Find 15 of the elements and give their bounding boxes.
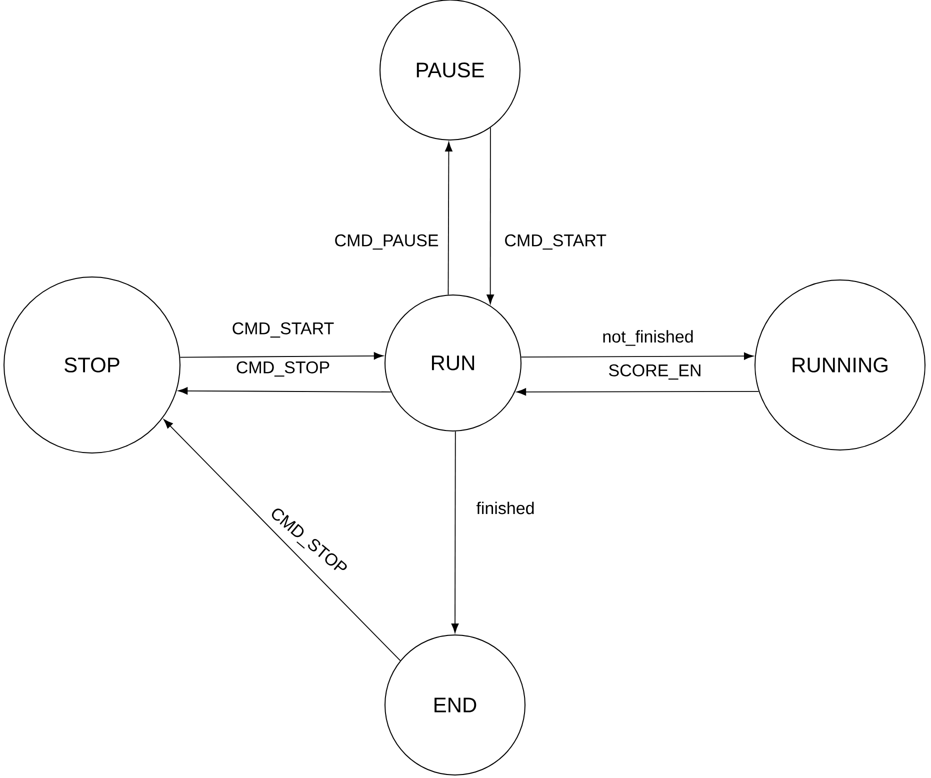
arrow (486, 127, 494, 304)
edge-label: finished (475, 500, 536, 516)
edge-label: SCORE_EN (607, 363, 703, 381)
arrow (164, 419, 401, 662)
edge-label: CMD_STOP (234, 360, 332, 378)
arrow (445, 142, 452, 296)
edge-label: not_finished (601, 329, 695, 347)
edge-label: CMD_PAUSE (333, 233, 440, 251)
arrow (520, 352, 754, 360)
edge-label: CMD_START (230, 321, 336, 339)
arrow (451, 431, 459, 634)
arrow (178, 387, 392, 395)
edge-label: CMD_START (503, 233, 608, 251)
arrow (180, 352, 384, 360)
arrow (516, 388, 760, 396)
